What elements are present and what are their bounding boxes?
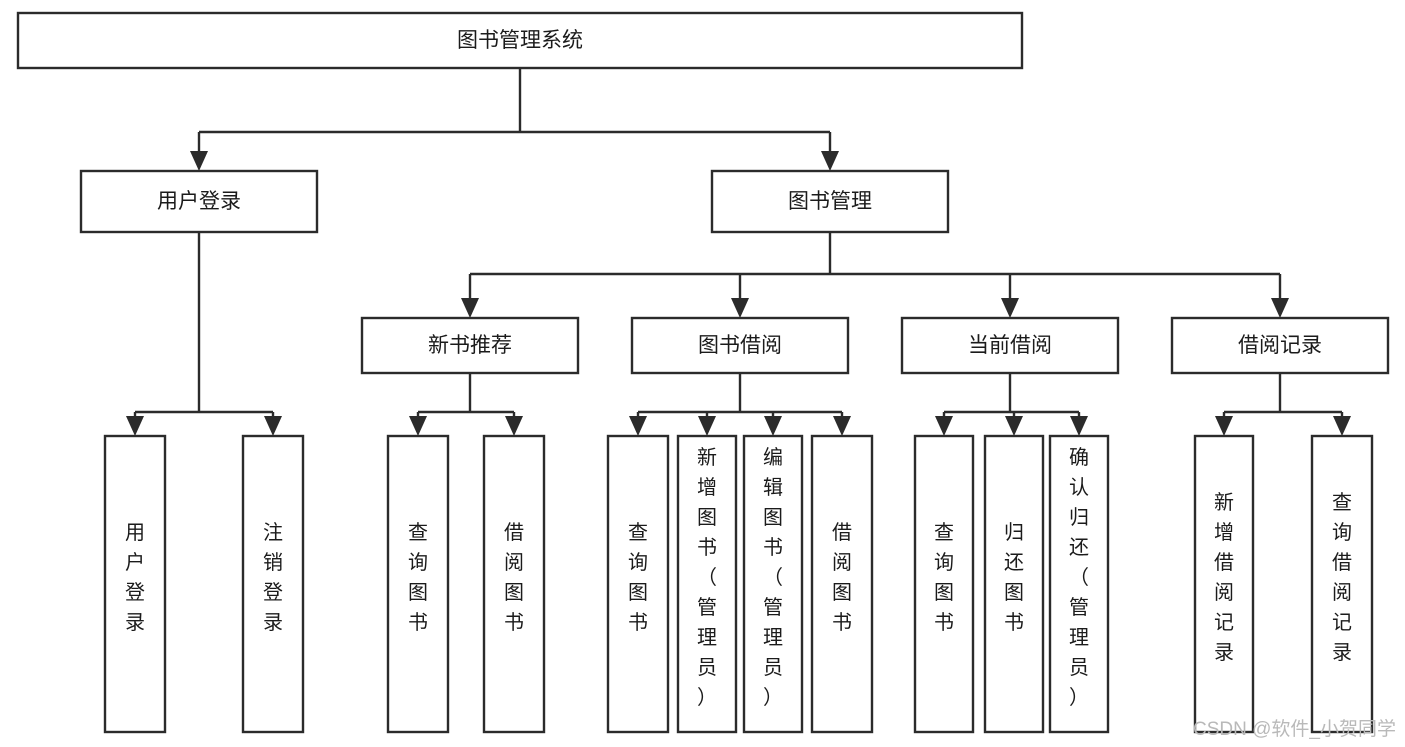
connector-layer [126,68,1351,436]
node-label-l-add: 新增图书（管理员） [697,446,717,709]
node-box-records[interactable] [1170,316,1390,375]
node-l-logout[interactable]: 注销登录 [241,434,305,734]
arrow-head-icon-l-b2 [833,416,851,436]
arrow-head-icon-l-login [126,416,144,436]
arrow-head-icon-login [190,151,208,171]
node-l-addrec[interactable]: 新增借阅记录 [1193,434,1255,734]
node-box-root[interactable] [16,11,1024,70]
node-l-q1[interactable]: 查询图书 [386,434,450,734]
node-box-l-add[interactable] [676,434,738,734]
node-box-l-q3[interactable] [913,434,975,734]
node-box-borrow[interactable] [630,316,850,375]
node-label-l-b1: 借阅图书 [504,521,524,634]
node-login[interactable]: 用户登录 [79,169,319,234]
node-box-l-edit[interactable] [742,434,804,734]
node-l-b2[interactable]: 借阅图书 [810,434,874,734]
node-l-q2[interactable]: 查询图书 [606,434,670,734]
node-box-l-q2[interactable] [606,434,670,734]
arrow-head-icon-l-q2 [629,416,647,436]
node-label-l-q3: 查询图书 [934,521,954,634]
node-box-current[interactable] [900,316,1120,375]
node-l-edit[interactable]: 编辑图书（管理员） [742,434,804,734]
node-records[interactable]: 借阅记录 [1170,316,1390,375]
node-newbook[interactable]: 新书推荐 [360,316,580,375]
node-label-login: 用户登录 [157,190,241,213]
node-label-l-logout: 注销登录 [263,521,283,634]
node-box-l-b1[interactable] [482,434,546,734]
node-layer: 图书管理系统用户登录图书管理新书推荐图书借阅当前借阅借阅记录用户登录注销登录查询… [16,11,1390,734]
node-bookmgmt[interactable]: 图书管理 [710,169,950,234]
arrow-head-icon-l-addrec [1215,416,1233,436]
arrow-head-icon-records [1271,298,1289,318]
node-label-l-q2: 查询图书 [628,521,648,634]
arrow-head-icon-bookmgmt [821,151,839,171]
arrow-head-icon-l-q1 [409,416,427,436]
node-root[interactable]: 图书管理系统 [16,11,1024,70]
node-box-l-q1[interactable] [386,434,450,734]
node-label-borrow: 图书借阅 [698,334,782,357]
node-l-return[interactable]: 归还图书 [983,434,1045,734]
node-label-l-b2: 借阅图书 [832,521,852,634]
node-label-root: 图书管理系统 [457,29,583,52]
node-label-l-return: 归还图书 [1004,521,1024,634]
node-box-l-logout[interactable] [241,434,305,734]
node-l-add[interactable]: 新增图书（管理员） [676,434,738,734]
node-box-newbook[interactable] [360,316,580,375]
node-label-current: 当前借阅 [968,334,1052,357]
node-l-qryrec[interactable]: 查询借阅记录 [1310,434,1374,734]
node-box-l-qryrec[interactable] [1310,434,1374,734]
node-label-records: 借阅记录 [1238,334,1322,357]
arrow-head-icon-current [1001,298,1019,318]
node-box-bookmgmt[interactable] [710,169,950,234]
node-l-login[interactable]: 用户登录 [103,434,167,734]
arrow-head-icon-l-logout [264,416,282,436]
arrow-head-icon-l-add [698,416,716,436]
node-label-l-edit: 编辑图书（管理员） [763,446,783,709]
node-box-l-confirm[interactable] [1048,434,1110,734]
node-label-l-login: 用户登录 [125,522,145,634]
arrow-head-icon-newbook [461,298,479,318]
node-borrow[interactable]: 图书借阅 [630,316,850,375]
node-box-l-addrec[interactable] [1193,434,1255,734]
arrow-head-icon-l-q3 [935,416,953,436]
node-box-l-return[interactable] [983,434,1045,734]
node-box-l-b2[interactable] [810,434,874,734]
node-label-bookmgmt: 图书管理 [788,190,872,213]
node-box-l-login[interactable] [103,434,167,734]
node-l-q3[interactable]: 查询图书 [913,434,975,734]
arrow-head-icon-l-edit [764,416,782,436]
node-current[interactable]: 当前借阅 [900,316,1120,375]
node-box-login[interactable] [79,169,319,234]
node-label-newbook: 新书推荐 [428,334,512,357]
arrow-head-icon-borrow [731,298,749,318]
node-label-l-qryrec: 查询借阅记录 [1332,491,1352,664]
arrow-head-icon-l-b1 [505,416,523,436]
node-l-confirm[interactable]: 确认归还（管理员） [1048,434,1110,734]
arrow-head-icon-l-return [1005,416,1023,436]
csdn-watermark: CSDN @软件_小贺同学 [1193,718,1396,740]
node-label-l-q1: 查询图书 [408,521,428,634]
node-label-l-confirm: 确认归还（管理员） [1069,446,1089,709]
node-label-l-addrec: 新增借阅记录 [1214,491,1234,664]
arrow-head-icon-l-qryrec [1333,416,1351,436]
arrow-head-icon-l-confirm [1070,416,1088,436]
node-l-b1[interactable]: 借阅图书 [482,434,546,734]
